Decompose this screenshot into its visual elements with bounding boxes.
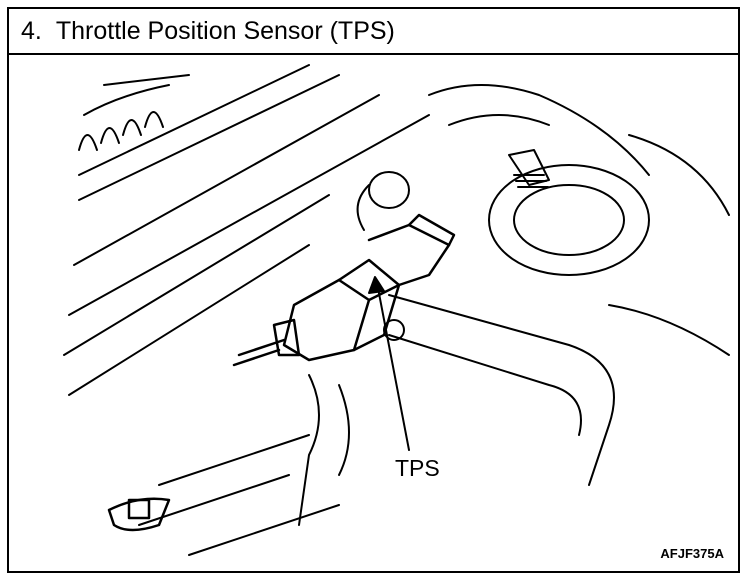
figure-frame: 4. Throttle Position Sensor (TPS) xyxy=(7,7,740,573)
tps-sensor-shape xyxy=(107,213,456,532)
throttle-body xyxy=(428,84,730,356)
manifold-runners xyxy=(78,111,164,151)
figure-title: Throttle Position Sensor (TPS) xyxy=(55,16,395,45)
figure-code: AFJF375A xyxy=(660,546,724,561)
tps-callout-label: TPS xyxy=(395,455,440,481)
figure-header: 4. Throttle Position Sensor (TPS) xyxy=(9,9,738,55)
section-number: 4. xyxy=(21,16,42,45)
callout-leader xyxy=(368,276,410,451)
throttle-housing xyxy=(138,171,615,556)
intake-manifold-lines xyxy=(63,64,430,396)
engine-line-drawing xyxy=(63,64,730,556)
